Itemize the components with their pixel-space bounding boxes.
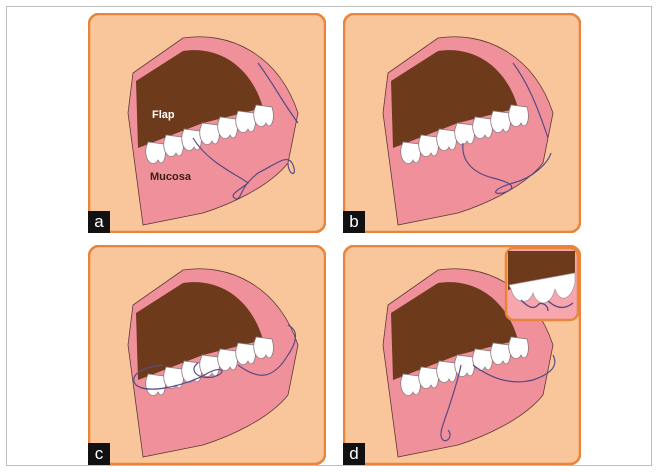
- panel-letter-d: d: [343, 443, 365, 465]
- tooth: [164, 367, 184, 389]
- tooth: [254, 337, 274, 359]
- tooth: [491, 343, 511, 365]
- tooth: [182, 129, 202, 151]
- panel-d-illustration: [343, 245, 581, 465]
- tooth: [254, 105, 274, 127]
- tooth: [473, 117, 493, 139]
- tooth: [146, 374, 166, 396]
- panel-c: c: [88, 245, 326, 465]
- tooth: [200, 355, 220, 377]
- magnified-inset: [506, 248, 578, 320]
- tooth: [164, 135, 184, 157]
- panel-b-illustration: [343, 13, 581, 233]
- tooth: [236, 343, 256, 365]
- tooth: [236, 111, 256, 133]
- panel-a: Flap Mucosa a: [88, 13, 326, 233]
- tooth: [419, 135, 439, 157]
- tooth: [419, 367, 439, 389]
- tooth: [437, 361, 457, 383]
- tooth: [455, 123, 475, 145]
- tooth: [455, 355, 475, 377]
- panel-c-illustration: [88, 245, 326, 465]
- tooth: [182, 361, 202, 383]
- panel-a-illustration: [88, 13, 326, 233]
- tooth: [509, 105, 529, 127]
- panel-letter-c: c: [88, 443, 110, 465]
- tooth: [218, 349, 238, 371]
- tooth: [200, 123, 220, 145]
- mucosa-label: Mucosa: [150, 171, 191, 183]
- tooth: [401, 142, 421, 164]
- tooth: [218, 117, 238, 139]
- panel-b: b: [343, 13, 581, 233]
- tooth: [437, 129, 457, 151]
- flap-label: Flap: [152, 109, 175, 121]
- panel-d: d: [343, 245, 581, 465]
- panel-letter-a: a: [88, 211, 110, 233]
- tooth: [146, 142, 166, 164]
- panel-letter-b: b: [343, 211, 365, 233]
- tooth: [401, 374, 421, 396]
- tooth: [491, 111, 511, 133]
- tooth: [509, 337, 529, 359]
